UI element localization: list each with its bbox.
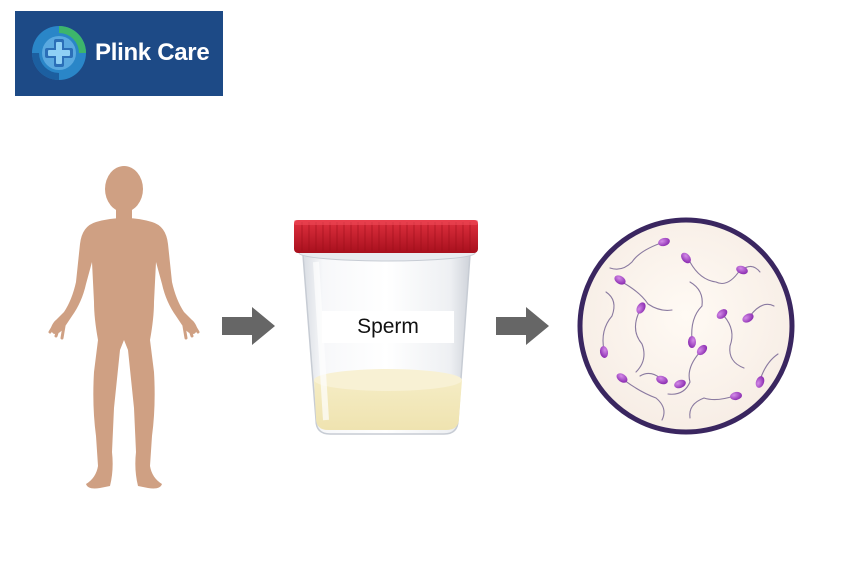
cup-label-text: Sperm	[357, 315, 419, 338]
human-silhouette-icon	[48, 166, 200, 489]
right-arrow-icon	[222, 307, 275, 345]
magnified-sperm-cells-icon	[577, 217, 795, 435]
medical-cross-globe-icon	[32, 26, 86, 80]
right-arrow-icon	[496, 307, 549, 345]
brand-name: Plink Care	[95, 39, 210, 66]
cup-label	[322, 311, 454, 343]
specimen-cup-icon	[294, 220, 478, 435]
brand-logo: Plink Care	[15, 11, 223, 96]
